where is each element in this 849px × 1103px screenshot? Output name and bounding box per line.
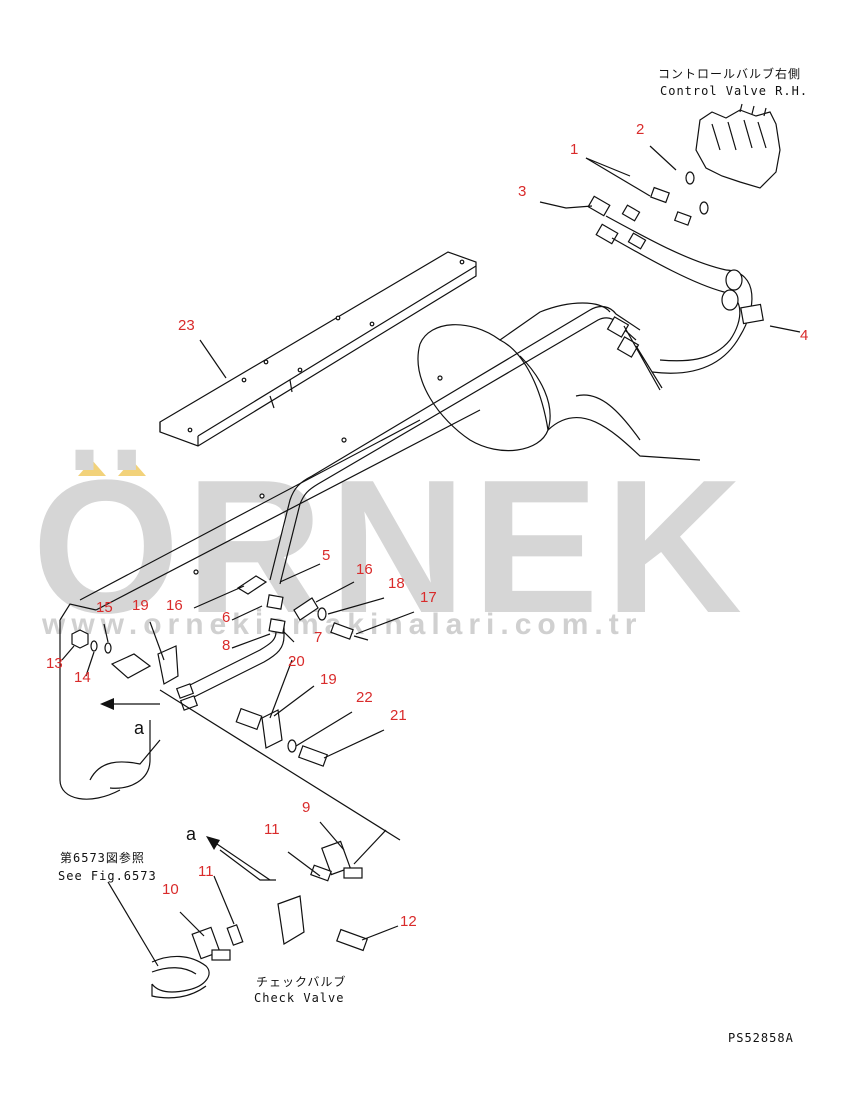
watermark-accent-right	[118, 460, 146, 476]
callout-15: 15	[96, 599, 113, 616]
control-valve-label-en: Control Valve R.H.	[660, 84, 808, 98]
callout-18: 18	[388, 575, 405, 592]
watermark-brand: ÖRNEK	[32, 441, 748, 653]
callout-23: 23	[178, 317, 195, 334]
clamp-19-left	[110, 645, 179, 685]
o-ring-2	[685, 171, 709, 215]
cover-plate-23	[159, 251, 477, 447]
callout-16-right: 16	[356, 561, 373, 578]
control-valve-label-jp: コントロールバルブ右側	[658, 66, 801, 81]
leader-lines	[61, 145, 801, 967]
see-fig-label-jp: 第6573図参照	[60, 850, 145, 865]
washer-18	[317, 607, 327, 621]
callout-8: 8	[222, 637, 230, 654]
callout-19-left: 19	[132, 597, 149, 614]
view-ref-a-lower: a	[186, 824, 197, 844]
callout-20: 20	[288, 653, 305, 670]
nut-13-washer-14-15	[71, 629, 112, 654]
steel-pipes	[175, 305, 663, 711]
callout-1: 1	[570, 141, 578, 158]
callout-12: 12	[400, 913, 417, 930]
watermark-accent-left	[78, 460, 106, 476]
callout-labels: 1 2 3 4 23 5 16 18 17 15 19 16 6 8 7 20 …	[46, 121, 808, 930]
callout-6: 6	[222, 609, 230, 626]
clamp-5-6	[236, 575, 319, 621]
view-arrow-a-upper	[100, 698, 160, 710]
callout-11-upper: 11	[264, 821, 280, 838]
callout-7: 7	[314, 629, 322, 646]
callout-2: 2	[636, 121, 644, 138]
view-ref-a-upper: a	[134, 718, 145, 738]
check-valve-label-jp: チェックバルブ	[256, 974, 346, 989]
drawing-number: PS52858A	[728, 1031, 794, 1045]
callout-10: 10	[162, 881, 179, 898]
callout-14: 14	[74, 669, 91, 686]
bolt-17	[330, 622, 369, 641]
fitting-1	[650, 186, 692, 226]
callout-11-lower: 11	[198, 863, 214, 880]
callout-17: 17	[420, 589, 437, 606]
view-arrow-a-lower	[206, 836, 271, 881]
boom-body	[59, 302, 701, 800]
callout-4: 4	[800, 327, 808, 344]
callout-21: 21	[390, 707, 407, 724]
control-valve-body	[695, 103, 781, 189]
watermark: ÖRNEK www.orneki̇smakinalari.com.tr	[32, 441, 748, 653]
callout-22: 22	[356, 689, 373, 706]
check-valve-label-en: Check Valve	[254, 991, 344, 1005]
callout-3: 3	[518, 183, 526, 200]
clamp-19-lower	[235, 707, 283, 749]
callout-19-lower: 19	[320, 671, 337, 688]
see-fig-label-en: See Fig.6573	[58, 869, 157, 883]
callout-16-left: 16	[166, 597, 183, 614]
bolt-21	[297, 745, 329, 767]
callout-5: 5	[322, 547, 330, 564]
callout-13: 13	[46, 655, 63, 672]
callout-9: 9	[302, 799, 310, 816]
hose-4	[605, 215, 764, 374]
washer-22	[287, 739, 297, 753]
hose-10-fitting-11	[151, 924, 244, 999]
